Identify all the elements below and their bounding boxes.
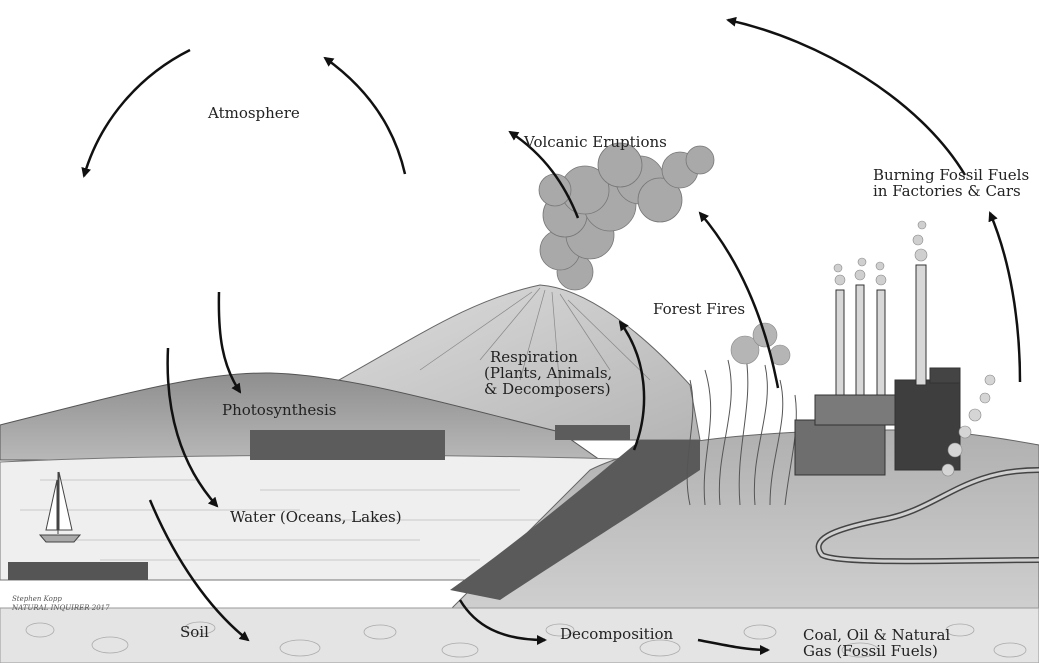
label-respiration-1: Respiration <box>490 350 578 365</box>
label-soil: Soil <box>180 625 209 640</box>
fire-smoke <box>731 323 790 365</box>
label-burning-fossil-fuels-2: in Factories & Cars <box>873 184 1021 199</box>
label-volcanic-eruptions: Volcanic Eruptions <box>524 135 667 150</box>
label-coal-oil-gas-1: Coal, Oil & Natural <box>803 628 950 643</box>
label-respiration-2: (Plants, Animals, <box>484 366 612 381</box>
arrow-burning-to-atmosphere <box>728 20 965 175</box>
label-forest-fires: Forest Fires <box>653 302 745 317</box>
label-burning-fossil-fuels-1: Burning Fossil Fuels <box>873 168 1029 183</box>
factory <box>795 265 960 475</box>
arrow-fossil-fuels-up <box>990 213 1020 382</box>
label-respiration-3: & Decomposers) <box>484 382 611 397</box>
arrow-atmosphere-left <box>84 50 190 176</box>
label-water: Water (Oceans, Lakes) <box>230 510 402 525</box>
arrow-atmosphere-right <box>325 58 405 174</box>
label-coal-oil-gas-2: Gas (Fossil Fuels) <box>803 644 938 659</box>
label-atmosphere: Atmosphere <box>208 106 300 121</box>
artist-credit: NATURAL INQUIRER 2017 <box>12 605 110 612</box>
label-photosynthesis: Photosynthesis <box>222 403 336 418</box>
label-decomposition: Decomposition <box>560 627 673 642</box>
volcano-smoke <box>539 143 714 290</box>
artist-signature: Stephen Kopp <box>12 596 62 603</box>
factory-smoke <box>834 221 927 285</box>
